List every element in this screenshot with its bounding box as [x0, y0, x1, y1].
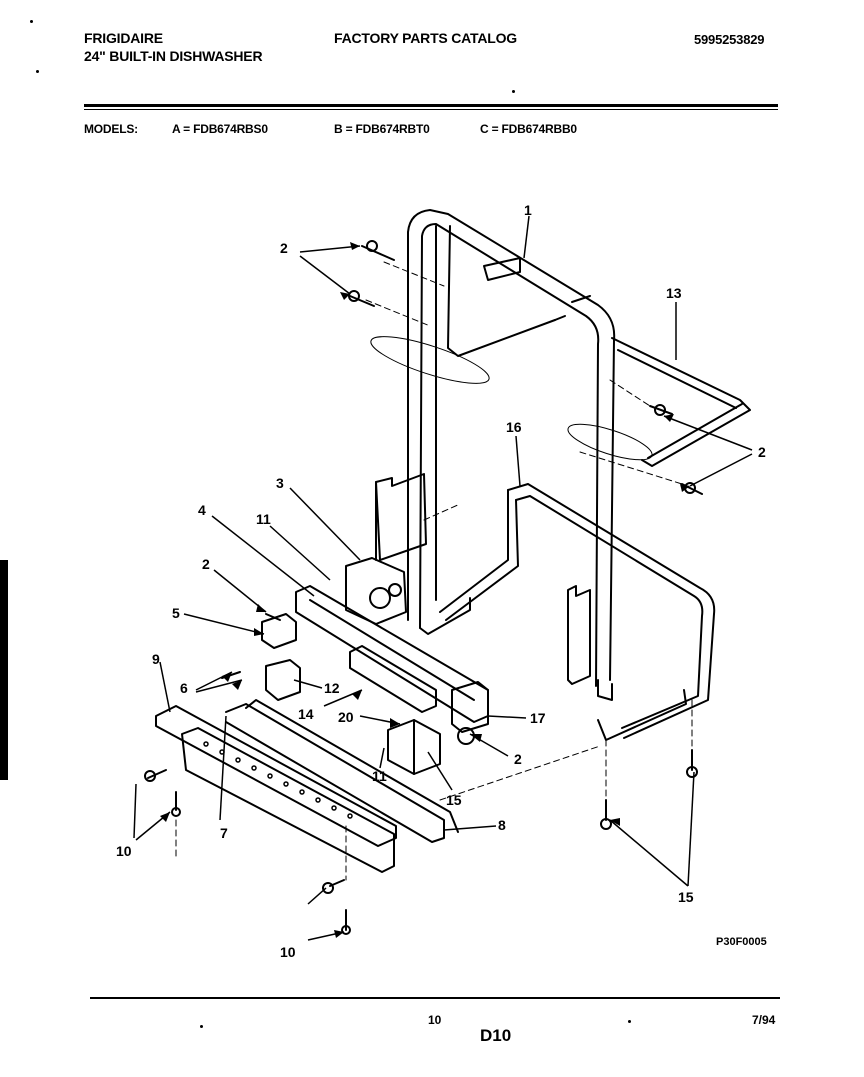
callout-2-right: 2 [758, 444, 766, 460]
callout-6: 6 [180, 680, 188, 696]
callout-15-right: 15 [678, 889, 694, 905]
catalog-title: FACTORY PARTS CATALOG [334, 30, 517, 46]
section-code: D10 [480, 1026, 512, 1045]
callout-15-center: 15 [446, 792, 462, 808]
callout-10-bottom: 10 [280, 944, 296, 960]
scan-speck [628, 1020, 631, 1023]
callout-5: 5 [172, 605, 180, 621]
callout-11-bottom: 11 [372, 768, 387, 784]
callout-13: 13 [666, 285, 682, 301]
header-rule-thick [84, 104, 778, 107]
model-a: A = FDB674RBS0 [172, 122, 268, 136]
header-rule-thin [84, 109, 778, 110]
rear-frame [439, 483, 716, 741]
catalog-number: 5995253829 [694, 32, 765, 47]
scan-speck [200, 1025, 203, 1028]
callout-3: 3 [276, 475, 284, 491]
callout-2-top: 2 [280, 240, 288, 256]
callout-8: 8 [498, 817, 506, 833]
brand-name: FRIGIDAIRE [84, 30, 163, 46]
callout-1: 1 [524, 202, 532, 218]
callout-12: 12 [324, 680, 340, 696]
model-c: C = FDB674RBB0 [480, 122, 577, 136]
callout-7: 7 [220, 825, 228, 841]
callout-leaders [133, 215, 753, 941]
scan-edge-mark [0, 560, 8, 780]
leader-arrowheads [160, 242, 690, 938]
callout-14: 14 [298, 706, 314, 722]
callout-11-top: 11 [256, 511, 271, 527]
side-bracket [611, 337, 751, 467]
callout-9: 9 [152, 651, 160, 667]
callout-10-left: 10 [116, 843, 132, 859]
footer-rule [90, 997, 780, 999]
models-label: MODELS: [84, 122, 138, 136]
page-number: 10 [428, 1013, 442, 1027]
revision-date: 7/94 [752, 1013, 776, 1027]
callout-2-left: 2 [202, 556, 210, 572]
scan-speck [36, 70, 39, 73]
scan-speck [512, 90, 515, 93]
frame-part [407, 209, 616, 701]
scan-speck [30, 20, 33, 23]
callout-2-center: 2 [514, 751, 522, 767]
model-b: B = FDB674RBT0 [334, 122, 430, 136]
screw-fasteners [144, 240, 703, 935]
callout-17: 17 [530, 710, 546, 726]
drawing-code: P30F0005 [716, 936, 767, 948]
callout-16: 16 [506, 419, 522, 435]
callout-4: 4 [198, 502, 206, 518]
product-name: 24" BUILT-IN DISHWASHER [84, 48, 263, 64]
callout-20: 20 [338, 709, 354, 725]
